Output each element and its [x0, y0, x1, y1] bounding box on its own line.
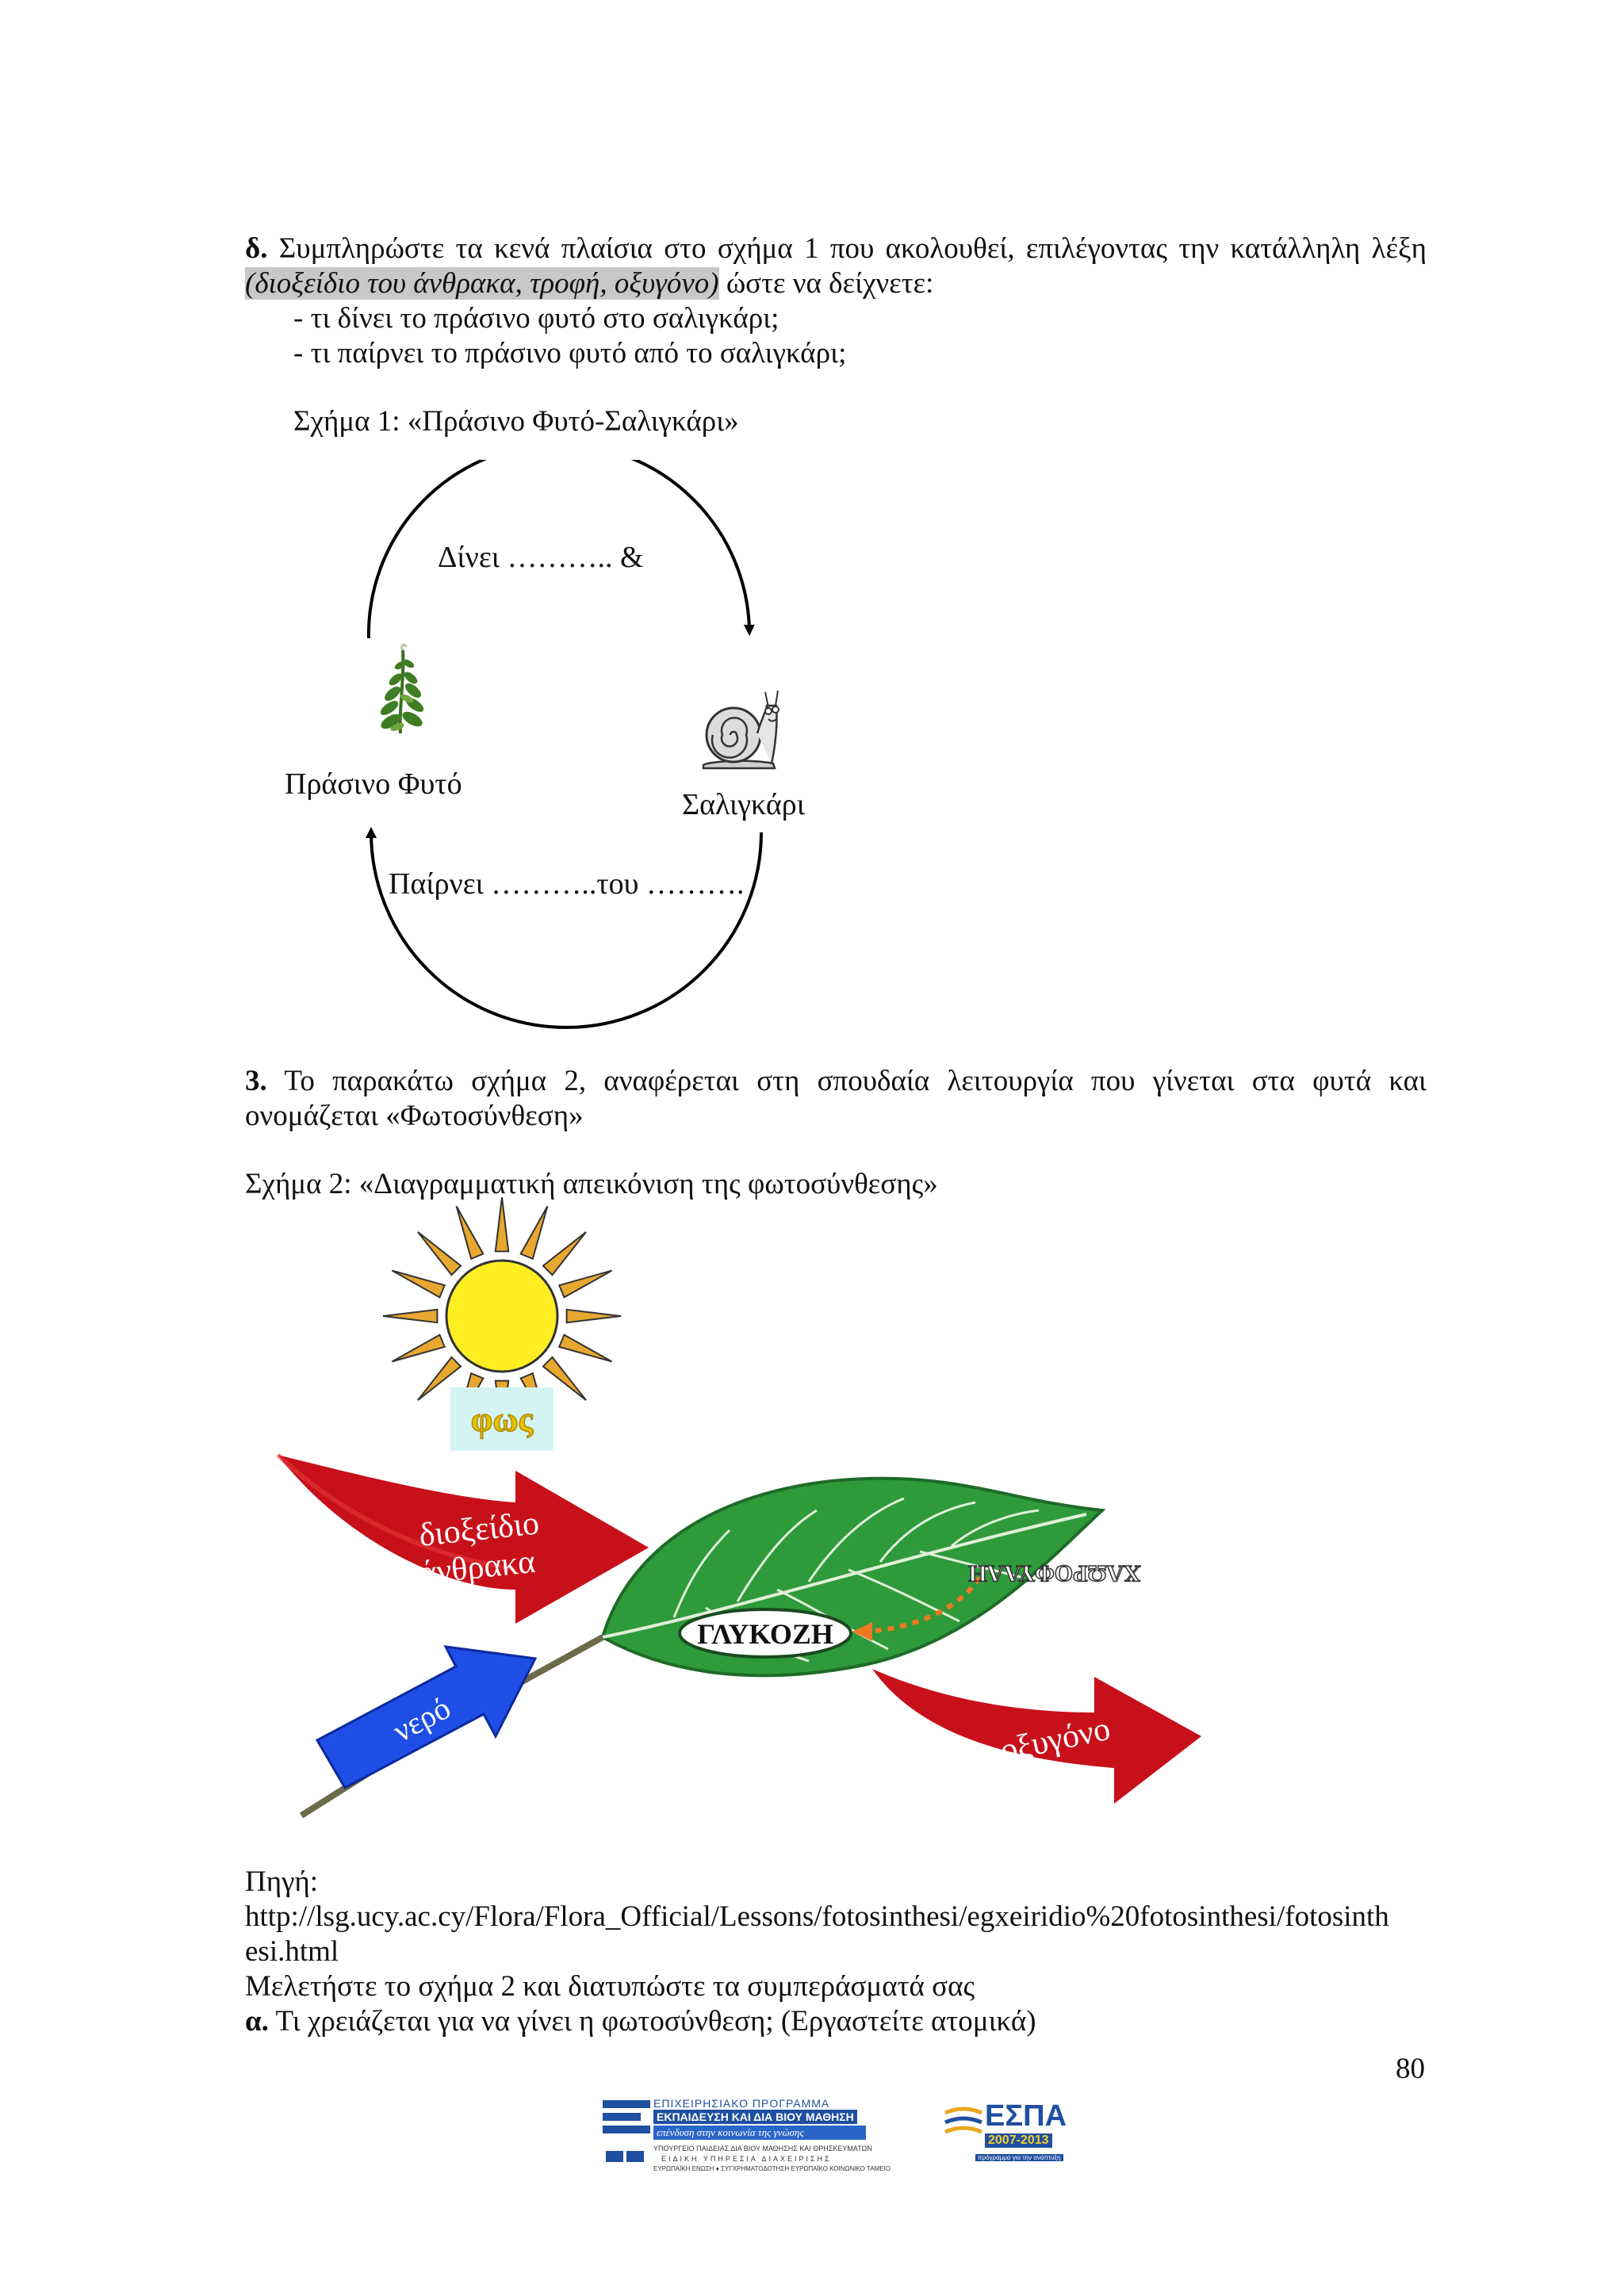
- figure1-cycle: Δίνει ……….. & Πράσινο Φυτό Σαλιγκάρι Παί…: [285, 460, 806, 1029]
- chlorophyll-label: ΧΛΩΡΟΦΥΛΛΗ: [968, 1560, 1140, 1586]
- sun-ray: [455, 1205, 485, 1261]
- light-box: [450, 1387, 553, 1451]
- bullet-takes: - τι παίρνει το πράσινο φυτό από το σαλι…: [293, 337, 847, 369]
- plant-label: Πράσινο Φυτό: [285, 767, 462, 801]
- sun-ray: [417, 1231, 462, 1276]
- question-a-text: Τι χρειάζεται για να γίνει η φωτοσύνθεση…: [275, 2005, 1036, 2038]
- question-a-marker: α.: [245, 2005, 269, 2038]
- question-a: α. Τι χρειάζεται για να γίνει η φωτοσύνθ…: [245, 2004, 1036, 2039]
- co2-arrow: [275, 1452, 649, 1624]
- program-line2: ΕΚΠΑΙΔΕΥΣΗ ΚΑΙ ΔΙΑ ΒΙΟΥ ΜΑΘΗΣΗ: [653, 2110, 857, 2124]
- chlorophyll-arrow: [864, 1576, 982, 1634]
- footer-logos: ΕΠΙΧΕΙΡΗΣΙΑΚΟ ΠΡΟΓΡΑΜΜΑ ΕΚΠΑΙΔΕΥΣΗ ΚΑΙ Δ…: [603, 2097, 1078, 2196]
- question3-line1: 3. Το παρακάτω σχήμα 2, αναφέρεται στη σ…: [245, 1064, 1427, 1099]
- question3-line2: ονομάζεται «Φωτοσύνθεση»: [245, 1100, 584, 1132]
- espa-title: ΕΣΠΑ: [985, 2099, 1067, 2133]
- figure2-photosynthesis: φως ΓΛΥΚΟΖΗ ΧΛΩΡΟΦΥΛΛΗ διοξείδιο άνθρακα: [275, 1197, 1201, 1819]
- question-d-line1: δ. Συμπληρώστε τα κενά πλαίσια στο σχήμα…: [245, 232, 1427, 266]
- snail-icon: [702, 690, 779, 770]
- takes-label: Παίρνει ………..του ……….: [389, 867, 745, 901]
- light-label: φως: [471, 1400, 534, 1439]
- sun-ray: [557, 1269, 613, 1299]
- question-d-marker: δ.: [245, 232, 268, 265]
- sun-ray: [494, 1197, 510, 1253]
- page-number: 80: [1396, 2053, 1425, 2085]
- source-label: Πηγή:: [245, 1866, 319, 1898]
- study-instruction: Μελετήστε το σχήμα 2 και διατυπώστε τα σ…: [245, 1970, 975, 2003]
- figure2-caption: Σχήμα 2: «Διαγραμματική απεικόνιση της φ…: [245, 1168, 938, 1200]
- gives-arrow: [366, 460, 755, 639]
- espa-tagline: πρόγραμμα για την ανάπτυξη: [975, 2154, 1063, 2161]
- sun-ray: [519, 1205, 549, 1261]
- sun-ray: [391, 1269, 446, 1299]
- question3-marker: 3.: [245, 1065, 267, 1097]
- source-url-line2[interactable]: esi.html: [245, 1935, 339, 1968]
- program-line1: ΕΠΙΧΕΙΡΗΣΙΑΚΟ ΠΡΟΓΡΑΜΜΑ: [653, 2097, 830, 2110]
- glucose-ellipse: [678, 1608, 852, 1659]
- water-arrow: [315, 1645, 538, 1790]
- ministry-line: ΥΠΟΥΡΓΕΙΟ ΠΑΙΔΕΙΑΣ ΔΙΑ ΒΙΟΥ ΜΑΘΗΣΗΣ ΚΑΙ …: [653, 2145, 872, 2152]
- sun-ray: [391, 1334, 446, 1363]
- espa-years: 2007-2013: [985, 2133, 1052, 2148]
- word-options: (διοξείδιο του άνθρακα, τροφή, οξυγόνο): [245, 267, 719, 300]
- agency-line: ΕΙΔΙΚΗ ΥΠΗΡΕΣΙΑ ΔΙΑΧΕΙΡΙΣΗΣ: [661, 2155, 832, 2163]
- sun-ray: [417, 1356, 462, 1401]
- takes-arrow: [366, 827, 763, 1029]
- plant-icon: [380, 643, 424, 734]
- sun-disc: [445, 1259, 559, 1373]
- glucose-label: ΓΛΥΚΟΖΗ: [697, 1618, 833, 1650]
- snail-label: Σαλιγκάρι: [682, 788, 806, 821]
- bullet-gives: - τι δίνει το πράσινο φυτό στο σαλιγκάρι…: [293, 302, 779, 335]
- gives-label: Δίνει ……….. &: [438, 541, 644, 574]
- espa-logo-icon: [944, 2107, 982, 2134]
- question-d-line2: (διοξείδιο του άνθρακα, τροφή, οξυγόνο) …: [245, 266, 933, 301]
- oxygen-arrow: [872, 1669, 1201, 1804]
- sun-ray: [565, 1308, 622, 1324]
- eu-line: ΕΥΡΩΠΑΪΚΗ ΕΝΩΣΗ ♦ ΣΥΓΧΡΗΜΑΤΟΔΟΤΗΣΗ ΕΥΡΩΠ…: [653, 2165, 891, 2172]
- sun-ray: [542, 1231, 587, 1276]
- sun-ray: [382, 1308, 439, 1324]
- program-line3: επένδυση στην κοινωνία της γνώσης: [653, 2126, 866, 2140]
- sun-ray: [557, 1334, 613, 1363]
- question-d-text-2: ώστε να δείχνετε:: [726, 267, 934, 300]
- question-d-text: Συμπληρώστε τα κενά πλαίσια στο σχήμα 1 …: [278, 232, 1427, 265]
- source-url-line1[interactable]: http://lsg.ucy.ac.cy/Flora/Flora_Officia…: [245, 1900, 1389, 1933]
- eu-flags: [606, 2151, 645, 2162]
- program-logo-icon: [603, 2097, 650, 2145]
- figure1-caption: Σχήμα 1: «Πράσινο Φυτό-Σαλιγκάρι»: [293, 405, 739, 438]
- question3-text: Το παρακάτω σχήμα 2, αναφέρεται στη σπου…: [284, 1065, 1427, 1097]
- sun-ray: [542, 1356, 587, 1401]
